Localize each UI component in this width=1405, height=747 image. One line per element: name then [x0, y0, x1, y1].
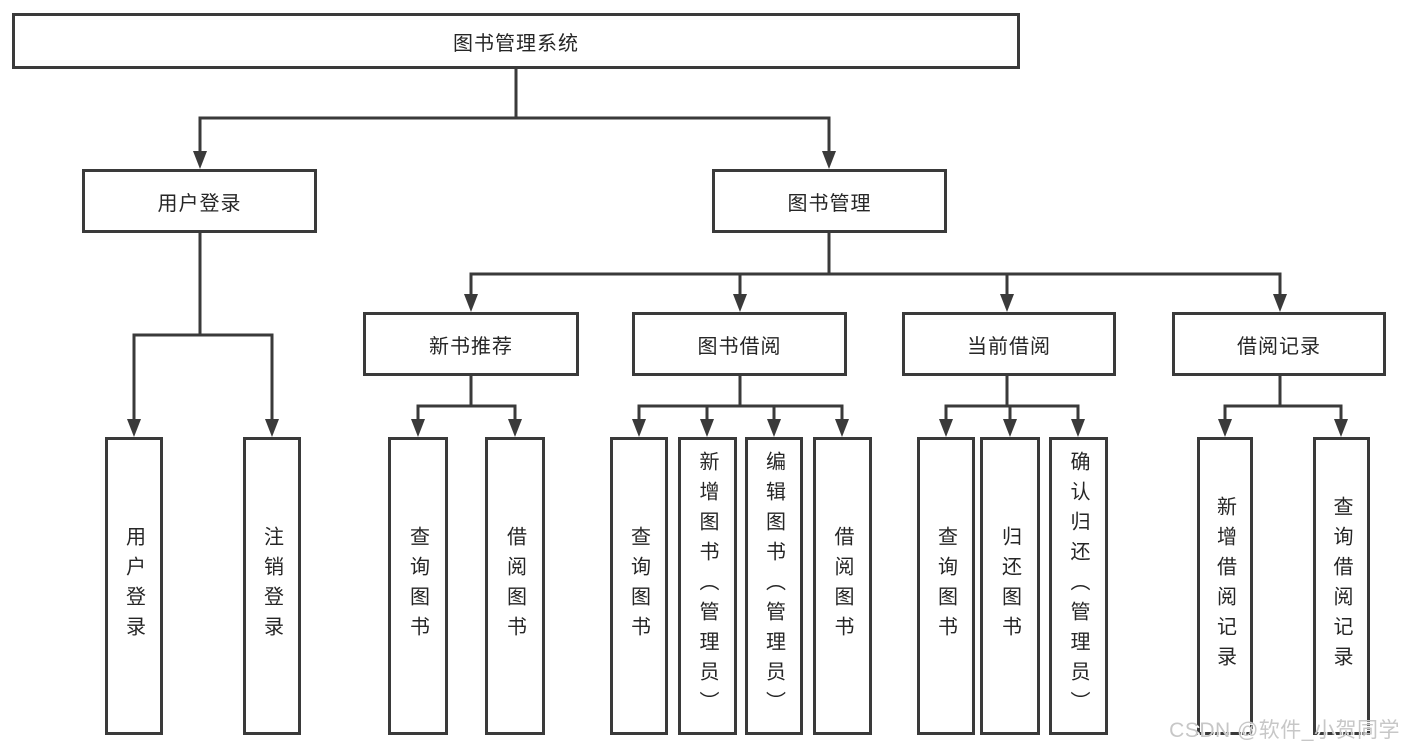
leaf-borrow-book-label: 借阅图书: [831, 526, 853, 646]
leaf-add-book-admin: 新增图书（管理员）: [678, 437, 737, 735]
leaf-query-book-borrow: 查询图书: [610, 437, 668, 735]
leaf-add-borrow-record-label: 新增借阅记录: [1213, 496, 1236, 676]
leaf-logout-label: 注销登录: [260, 526, 283, 646]
leaf-add-book-admin-label: 新增图书（管理员）: [696, 451, 718, 721]
node-new-book-recommend-label: 新书推荐: [429, 335, 513, 358]
leaf-add-borrow-record: 新增借阅记录: [1197, 437, 1253, 735]
leaf-return-book-label: 归还图书: [998, 526, 1021, 646]
leaf-user-login-label: 用户登录: [122, 526, 145, 646]
node-current-borrow: 当前借阅: [902, 312, 1116, 376]
node-user-login: 用户登录: [82, 169, 317, 233]
node-book-borrow-label: 图书借阅: [697, 335, 782, 358]
leaf-confirm-return-admin: 确认归还（管理员）: [1049, 437, 1108, 735]
node-book-management: 图书管理: [712, 169, 947, 233]
node-library-system-label: 图书管理系统: [453, 32, 579, 55]
node-book-borrow: 图书借阅: [632, 312, 847, 376]
leaf-edit-book-admin: 编辑图书（管理员）: [745, 437, 803, 735]
node-borrow-records-label: 借阅记录: [1237, 335, 1321, 358]
leaf-return-book: 归还图书: [980, 437, 1040, 735]
leaf-query-book-borrow-label: 查询图书: [627, 526, 650, 646]
leaf-user-login: 用户登录: [105, 437, 163, 735]
leaf-query-book-recommend: 查询图书: [388, 437, 448, 735]
leaf-query-borrow-record: 查询借阅记录: [1313, 437, 1370, 735]
leaf-query-borrow-record-label: 查询借阅记录: [1330, 496, 1352, 676]
node-user-login-label: 用户登录: [157, 192, 242, 215]
csdn-watermark: CSDN @软件_小贺同学: [1169, 719, 1400, 742]
leaf-confirm-return-admin-label: 确认归还（管理员）: [1067, 451, 1089, 721]
leaf-borrow-book-recommend: 借阅图书: [485, 437, 545, 735]
node-book-management-label: 图书管理: [787, 192, 872, 215]
leaf-query-book-current-label: 查询图书: [934, 526, 957, 646]
leaf-logout: 注销登录: [243, 437, 301, 735]
node-borrow-records: 借阅记录: [1172, 312, 1386, 376]
leaf-query-book-current: 查询图书: [917, 437, 975, 735]
node-new-book-recommend: 新书推荐: [363, 312, 579, 376]
leaf-query-book-recommend-label: 查询图书: [406, 526, 429, 646]
leaf-edit-book-admin-label: 编辑图书（管理员）: [762, 451, 785, 721]
node-current-borrow-label: 当前借阅: [967, 335, 1051, 358]
leaf-borrow-book: 借阅图书: [813, 437, 872, 735]
leaf-borrow-book-recommend-label: 借阅图书: [503, 526, 526, 646]
node-library-system: 图书管理系统: [12, 13, 1020, 69]
